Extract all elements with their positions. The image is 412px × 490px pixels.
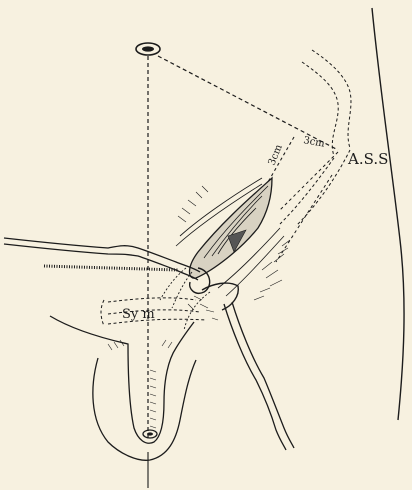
label-ass: A.S.S xyxy=(347,150,388,168)
label-sym: Sy m xyxy=(122,307,155,322)
